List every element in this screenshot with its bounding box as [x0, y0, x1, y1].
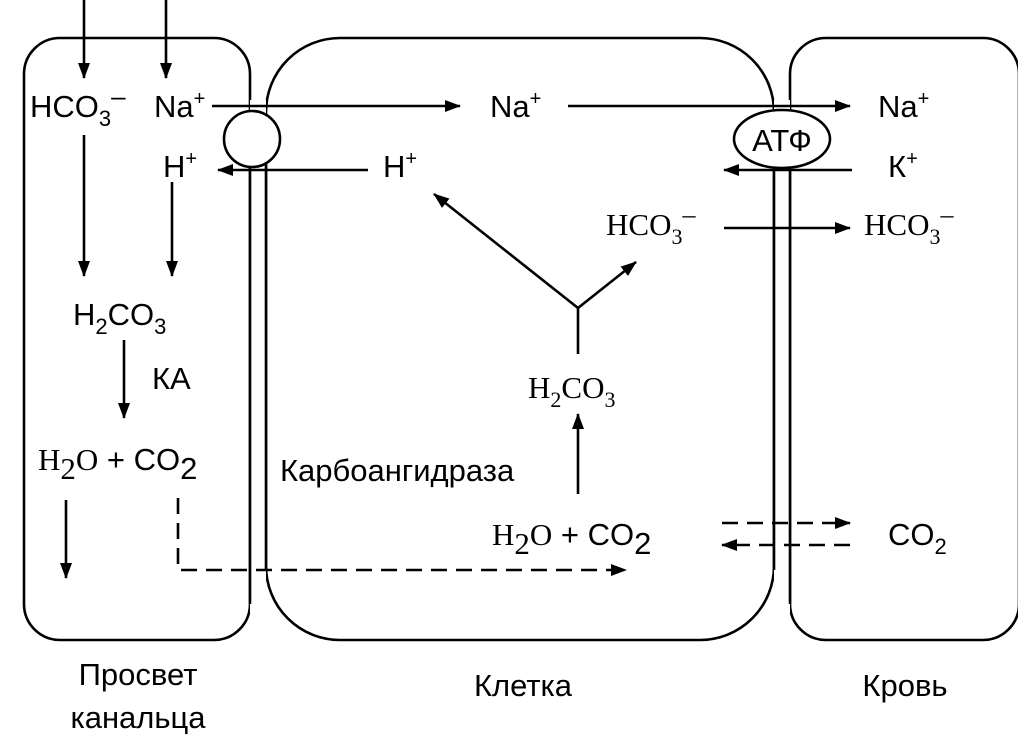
- blood-na-label: Na+: [878, 88, 929, 124]
- carbonic-anhydrase-label: Карбоангидраза: [280, 453, 515, 488]
- cell-h2o-co2-label: H2O + CO2: [492, 517, 651, 561]
- cell-hco3-label: HCO3–: [606, 200, 696, 249]
- arrow-split-to-hco3: [577, 260, 637, 310]
- cell-na-label: Na+: [490, 88, 541, 124]
- atp-pump-label: АТФ: [752, 123, 812, 158]
- carbonic-anhydrase-abbrev: КА: [152, 361, 191, 396]
- lumen-caption-line1: Просвет: [79, 657, 198, 692]
- lumen-h-label: H+: [163, 148, 197, 184]
- blood-k-label: К+: [888, 148, 918, 184]
- apical-membrane-channel: [250, 100, 266, 640]
- lumen-na-label: Na+: [154, 88, 205, 124]
- blood-caption: Кровь: [862, 668, 947, 703]
- lumen-caption-line2: канальца: [70, 700, 206, 735]
- atp-pump: [732, 108, 832, 170]
- blood-co2-label: CO2: [888, 517, 947, 559]
- cell-h-label: H+: [383, 148, 417, 184]
- cell-caption: Клетка: [474, 668, 573, 703]
- na-h-antiporter: [222, 109, 282, 169]
- basolateral-membrane-channel: [774, 100, 790, 640]
- lumen-h2co3-label: H2CO3: [73, 297, 166, 339]
- lumen-compartment: [22, 36, 252, 642]
- cell-h2co3-label: H2CO3: [528, 370, 615, 412]
- blood-hco3-label: HCO3–: [864, 200, 954, 249]
- lumen-hco3-label: HCO3–: [30, 81, 126, 131]
- lumen-h2o-co2-label: H2O + CO2: [38, 442, 197, 486]
- arrow-split-to-h: [433, 192, 579, 310]
